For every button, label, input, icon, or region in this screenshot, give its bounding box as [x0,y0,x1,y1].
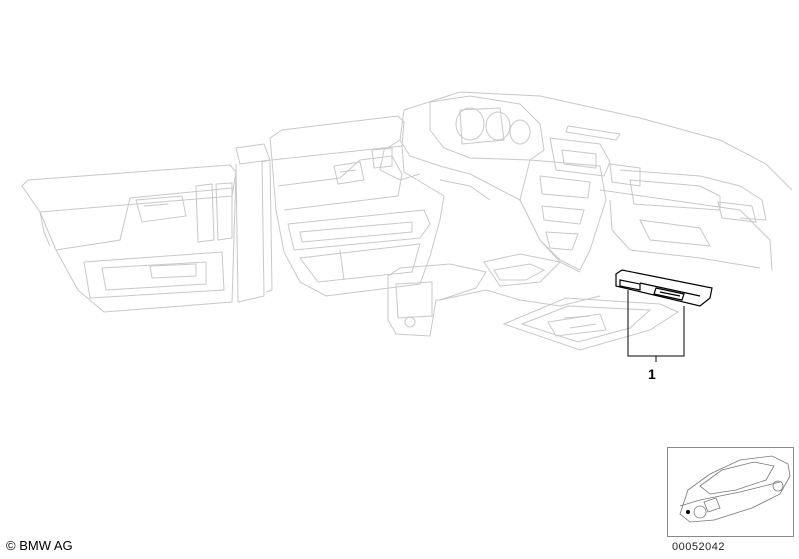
copyright-notice: © BMW AG [6,538,73,553]
thumbnail-frame [667,447,794,537]
b-pillar [235,143,273,303]
center-console [387,159,680,351]
image-number: 00052042 [672,541,725,553]
rear-door-panel [21,164,237,313]
front-door-panel [269,115,445,297]
part-callout-label: 1 [648,366,656,382]
trim-strip-part [615,269,713,307]
dashboard [379,91,793,271]
callout-bracket [627,290,685,362]
